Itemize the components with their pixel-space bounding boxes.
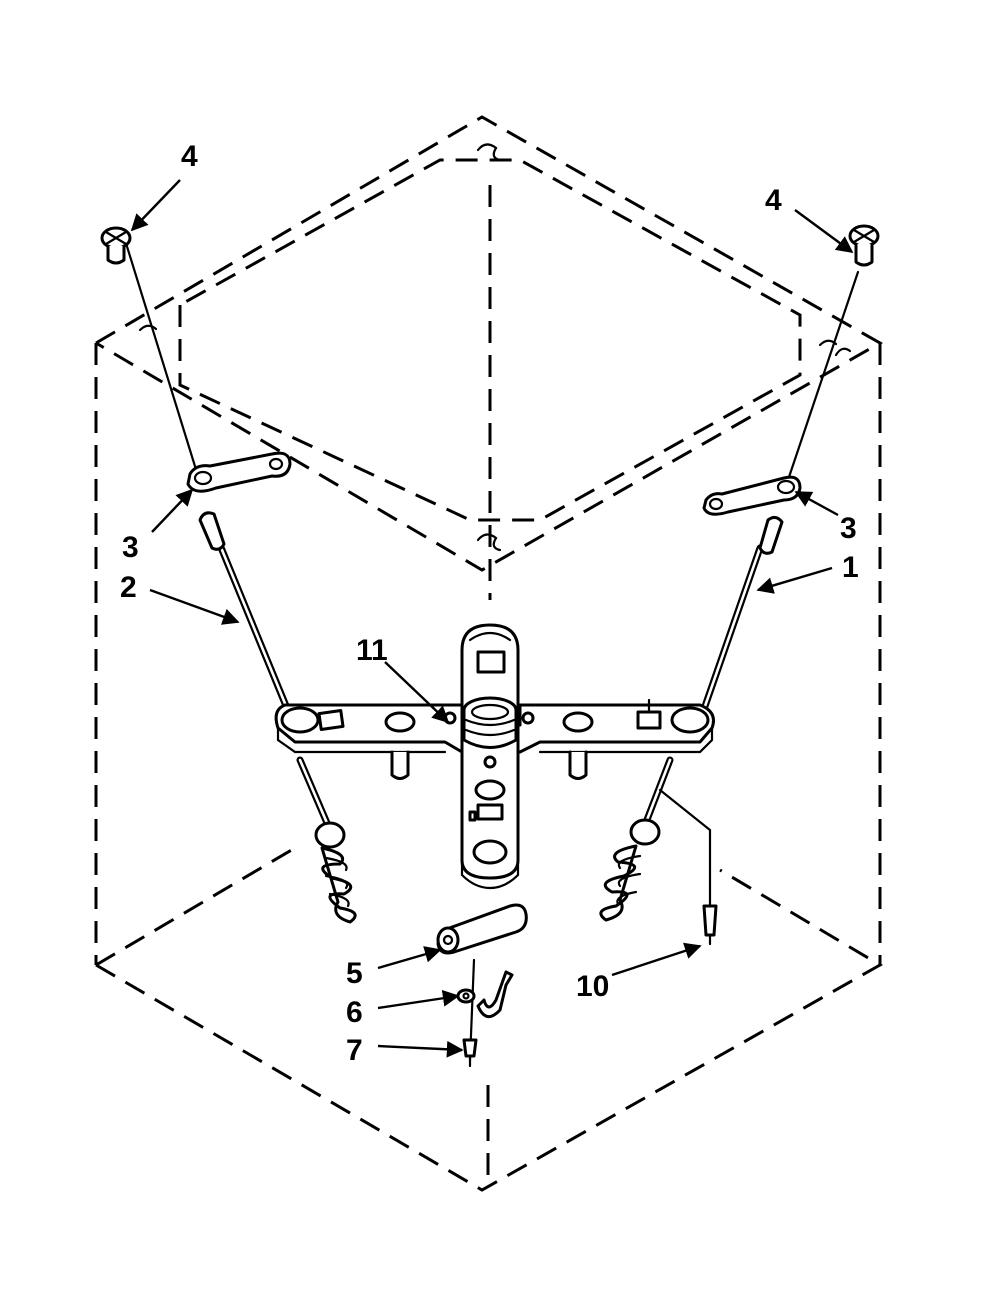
callout-4-left: 4 bbox=[181, 140, 198, 173]
cabinet-screw bbox=[658, 788, 718, 946]
base-cross-brace bbox=[274, 623, 715, 890]
callout-6: 6 bbox=[346, 996, 363, 1029]
callout-3-left: 3 bbox=[122, 531, 139, 564]
callout-7: 7 bbox=[346, 1034, 363, 1067]
right-damper-strap bbox=[702, 475, 802, 516]
left-damper-strap bbox=[186, 451, 292, 493]
left-spring bbox=[314, 821, 357, 924]
callout-3-right: 3 bbox=[840, 512, 857, 545]
right-top-bolt bbox=[848, 224, 880, 267]
leader-lines bbox=[130, 179, 854, 1058]
callout-10: 10 bbox=[576, 970, 609, 1003]
left-top-bolt bbox=[100, 226, 132, 265]
drive-center-parts bbox=[436, 903, 528, 1068]
right-spring bbox=[599, 818, 661, 922]
callout-5: 5 bbox=[346, 957, 363, 990]
cabinet-outline bbox=[94, 115, 884, 1192]
callout-labels: 4 4 3 3 2 1 11 5 6 7 10 bbox=[120, 140, 859, 1067]
callout-4-right: 4 bbox=[765, 184, 782, 217]
callout-1: 1 bbox=[842, 551, 859, 584]
callout-2: 2 bbox=[120, 571, 137, 604]
callout-11: 11 bbox=[356, 634, 388, 667]
